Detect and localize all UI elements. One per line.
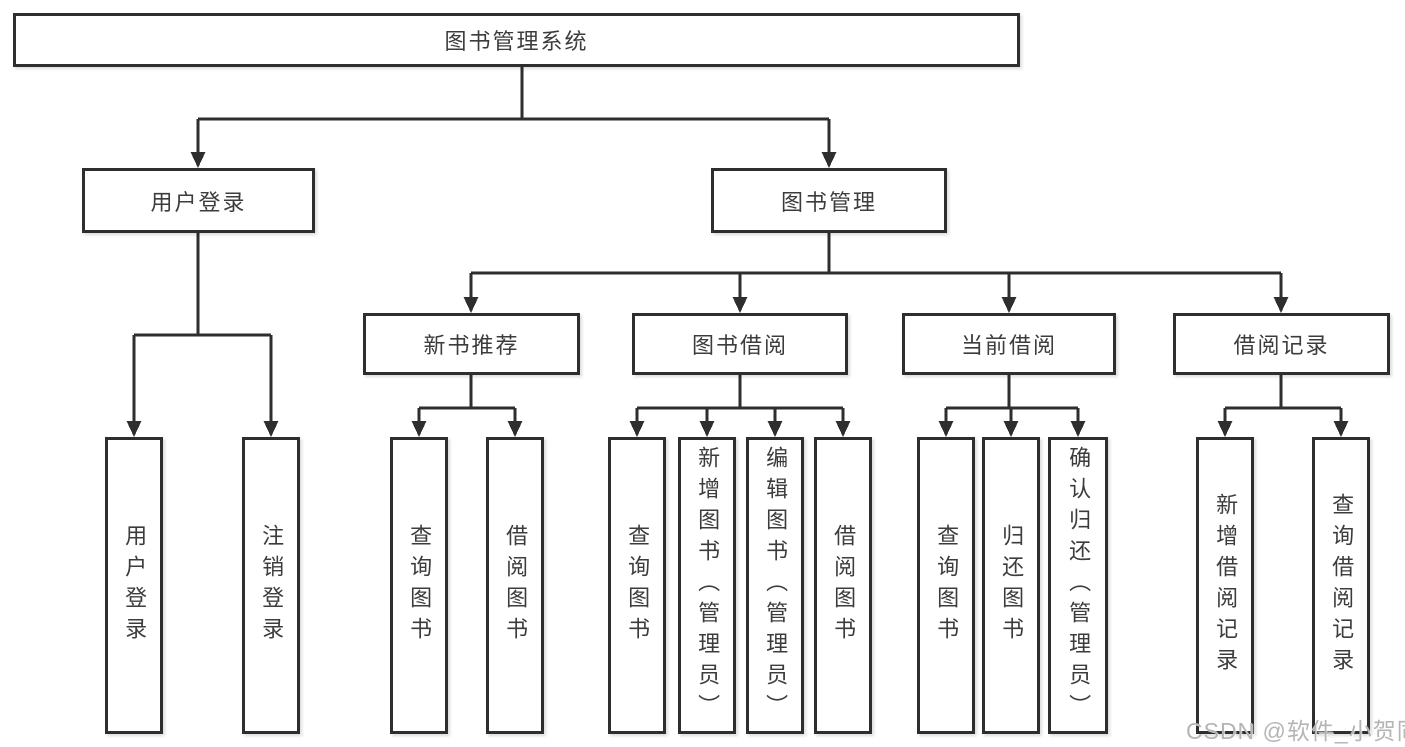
node-borrowing-records: 借阅记录 [1173,313,1390,375]
leaf-return-books: 归还图书 [982,437,1040,734]
leaf-query-borrow-record: 查询借阅记录 [1312,437,1370,734]
node-user-login: 用户登录 [82,168,315,233]
leaf-borrow-books: 借阅图书 [814,437,872,734]
leaf-logout: 注销登录 [242,437,300,734]
connector-book-mgmt-to-level3 [463,233,1289,313]
leaf-borrow-books-recommendation: 借阅图书 [486,437,544,734]
node-book-management: 图书管理 [711,168,947,233]
csdn-watermark: CSDN @软件_小贺同学 [1186,718,1405,744]
connector-user-login-children [126,233,279,437]
leaf-add-books-admin: 新增图书（管理员） [678,437,736,734]
node-book-borrowing: 图书借阅 [632,313,848,375]
leaf-query-books-borrowing: 查询图书 [608,437,666,734]
leaf-confirm-return-admin: 确认归还（管理员） [1048,437,1108,734]
connector-new-book-rec-children [411,375,523,437]
connector-book-borrow-children [629,375,851,437]
connector-current-borrow-children [938,375,1086,437]
node-library-management-system: 图书管理系统 [13,13,1020,67]
leaf-query-books-current: 查询图书 [917,437,975,734]
leaf-edit-books-admin: 编辑图书（管理员） [746,437,804,734]
leaf-query-books-recommendation: 查询图书 [390,437,448,734]
node-new-book-recommendation: 新书推荐 [363,313,580,375]
connector-borrow-records-children [1217,375,1349,437]
connector-root-to-level2 [190,67,837,168]
leaf-add-borrow-record: 新增借阅记录 [1196,437,1254,734]
leaf-user-login: 用户登录 [105,437,163,734]
node-current-borrowing: 当前借阅 [902,313,1116,375]
